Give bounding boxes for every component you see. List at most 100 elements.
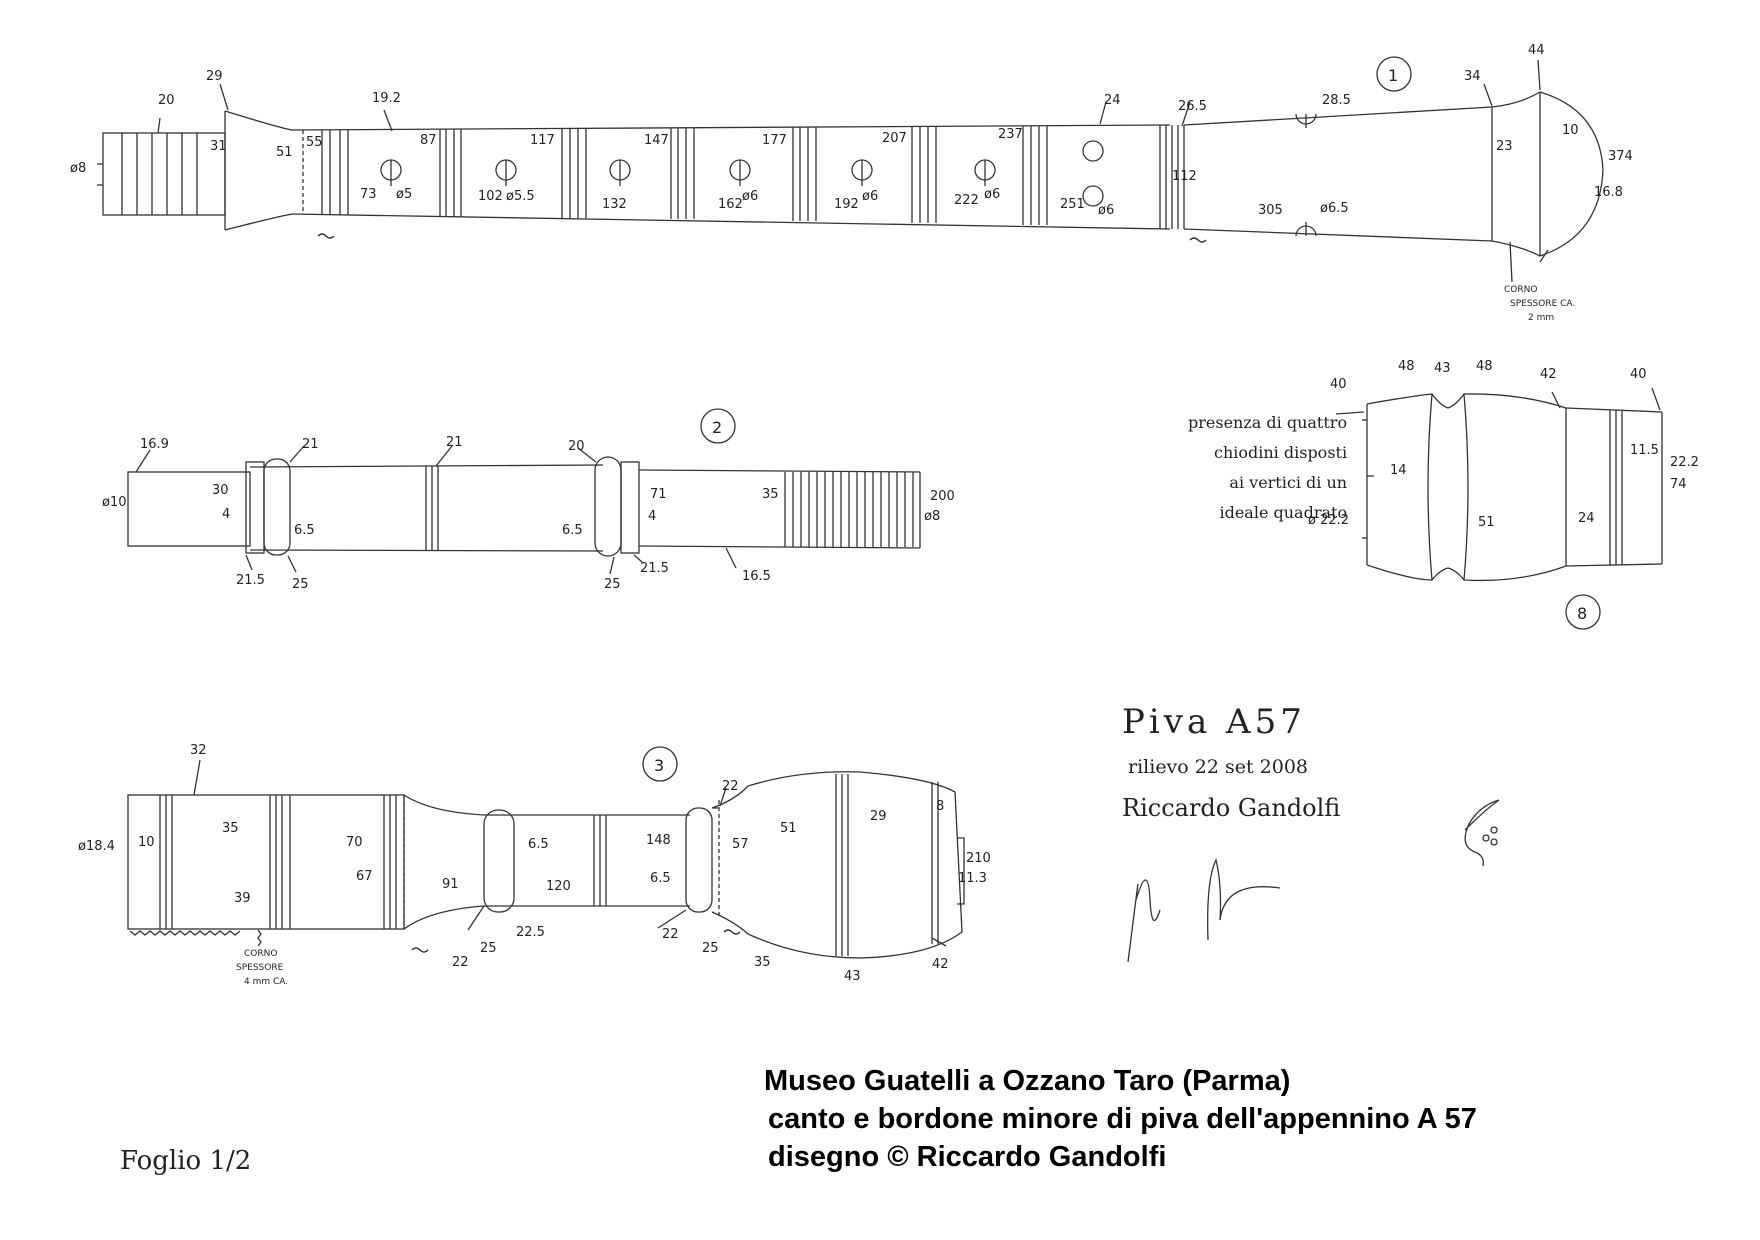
dim-label: 51 — [276, 145, 293, 160]
dim-label: ø6.5 — [1320, 201, 1349, 216]
dim-label: 2 mm — [1528, 313, 1554, 323]
dim-label: 200 — [930, 489, 955, 504]
dim-label: 22 — [452, 955, 469, 970]
dim-label: 39 — [234, 891, 251, 906]
dim-label: 43 — [844, 969, 861, 984]
dim-label: ø8 — [924, 509, 940, 524]
dim-label: 32 — [190, 743, 207, 758]
note-line: chiodini disposti — [1213, 443, 1348, 462]
dim-label: 44 — [1528, 43, 1545, 58]
signature — [1127, 799, 1500, 963]
dim-label: 6.5 — [294, 523, 315, 538]
dim-label: 14 — [1390, 463, 1407, 478]
dim-label: 24 — [1578, 511, 1595, 526]
dim-label: 16.8 — [1594, 185, 1623, 200]
dim-label: CORNO — [1504, 285, 1537, 295]
dim-label: 251 — [1060, 197, 1085, 212]
dim-label: 25 — [292, 577, 309, 592]
dim-label: ø6 — [1098, 203, 1114, 218]
dim-label: 87 — [420, 133, 437, 148]
dim-label: 210 — [966, 851, 991, 866]
dim-label: 70 — [346, 835, 363, 850]
dim-label: 28.5 — [1322, 93, 1351, 108]
dim-label: 35 — [754, 955, 771, 970]
note-line: presenza di quattro — [1188, 413, 1348, 432]
dim-label: 29 — [206, 69, 223, 84]
dim-label: 11.5 — [1630, 443, 1659, 458]
dim-label: 10 — [1562, 123, 1579, 138]
dim-label: 35 — [222, 821, 239, 836]
dim-label: 147 — [644, 133, 669, 148]
part-3-number: 3 — [654, 756, 664, 775]
dim-label: 4 — [648, 509, 656, 524]
dim-label: 71 — [650, 487, 667, 502]
dim-label: 112 — [1172, 169, 1197, 184]
note-line: ai vertici di un — [1229, 473, 1348, 492]
dim-label: ø 22.2 — [1308, 513, 1349, 528]
dim-label: 23 — [1496, 139, 1513, 154]
dim-label: 73 — [360, 187, 377, 202]
dim-label: 162 — [718, 197, 743, 212]
dim-label: 10 — [138, 835, 155, 850]
dim-label: 74 — [1670, 477, 1687, 492]
dim-label: 57 — [732, 837, 749, 852]
part-2-number: 2 — [712, 418, 722, 437]
part-2-drone — [127, 445, 921, 575]
caption-description: canto e bordone minore di piva dell'appe… — [768, 1103, 1477, 1135]
dim-label: 43 — [1434, 361, 1451, 376]
dim-label: 4 — [222, 507, 230, 522]
dim-label: 120 — [546, 879, 571, 894]
dim-label: 21.5 — [236, 573, 265, 588]
dim-label: 19.2 — [372, 91, 401, 106]
dim-label: 305 — [1258, 203, 1283, 218]
dim-label: 16.5 — [742, 569, 771, 584]
dim-label: 34 — [1464, 69, 1481, 84]
dim-label: 25 — [480, 941, 497, 956]
dim-label: 24 — [1104, 93, 1121, 108]
dim-label: 31 — [210, 139, 227, 154]
dim-label: SPESSORE CA. — [1510, 299, 1575, 309]
dim-label: ø6 — [984, 187, 1000, 202]
dim-label: 237 — [998, 127, 1023, 142]
part-1-chanter — [97, 59, 1604, 283]
dim-label: 22 — [722, 779, 739, 794]
dim-label: ø10 — [102, 495, 127, 510]
dim-label: ø5.5 — [506, 189, 535, 204]
dim-label: 6.5 — [650, 871, 671, 886]
dim-label: 222 — [954, 193, 979, 208]
dim-label: 6.5 — [528, 837, 549, 852]
dim-label: 177 — [762, 133, 787, 148]
dim-label: 25 — [702, 941, 719, 956]
dim-label: 51 — [1478, 515, 1495, 530]
dim-label: 42 — [932, 957, 949, 972]
dim-label: 207 — [882, 131, 907, 146]
dim-label: 132 — [602, 197, 627, 212]
part-3-drone-lower — [127, 759, 965, 959]
survey-date: rilievo 22 set 2008 — [1128, 756, 1309, 778]
dim-label: 26.5 — [1178, 99, 1207, 114]
dim-label: ø18.4 — [78, 839, 115, 854]
note-line: ideale quadrato — [1219, 503, 1348, 522]
dim-label: CORNO — [244, 949, 277, 959]
dim-label: 67 — [356, 869, 373, 884]
caption-copyright: disegno © Riccardo Gandolfi — [768, 1141, 1167, 1173]
caption-museum: Museo Guatelli a Ozzano Taro (Parma) — [764, 1065, 1291, 1097]
dim-label: 8 — [936, 799, 944, 814]
dim-label: 11.3 — [958, 871, 987, 886]
dim-label: 20 — [158, 93, 175, 108]
dim-label: 91 — [442, 877, 459, 892]
part-8-badge — [1565, 594, 1601, 630]
dim-label: 22 — [662, 927, 679, 942]
dim-label: 21 — [446, 435, 463, 450]
part-8-bell — [1335, 387, 1663, 582]
dim-label: 48 — [1476, 359, 1493, 374]
dim-label: 117 — [530, 133, 555, 148]
part-1-badge — [1376, 56, 1412, 92]
dim-label: 6.5 — [562, 523, 583, 538]
dim-label: ø6 — [862, 189, 878, 204]
dim-label: 51 — [780, 821, 797, 836]
dim-label: 35 — [762, 487, 779, 502]
dim-label: 29 — [870, 809, 887, 824]
